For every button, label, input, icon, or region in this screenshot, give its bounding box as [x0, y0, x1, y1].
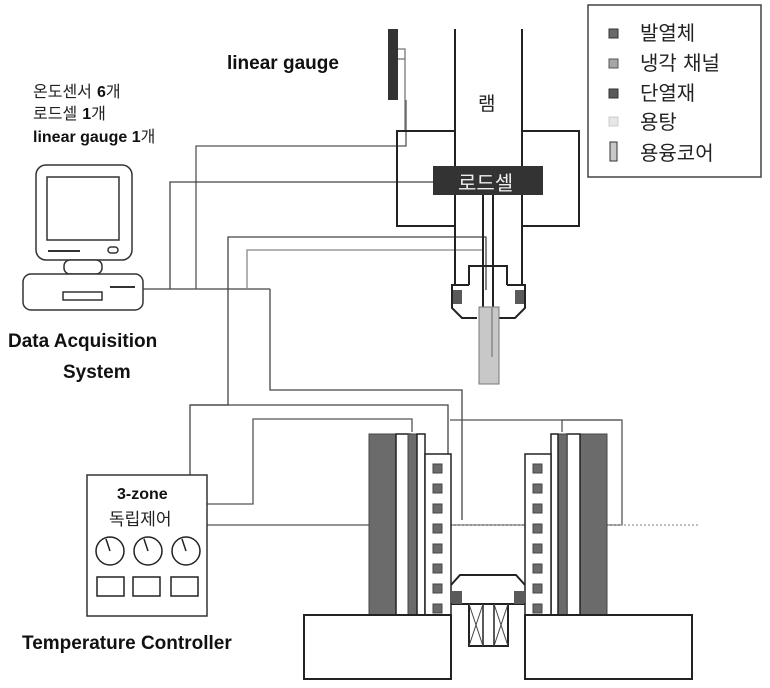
daq-label-line2: System: [63, 362, 131, 383]
mold-insulation-right: [514, 591, 524, 604]
display-2: [132, 576, 161, 597]
furnace-left: [303, 433, 452, 680]
ram-head: [451, 265, 526, 319]
legend-label-heater: 발열체: [640, 21, 695, 45]
dial-1[interactable]: [95, 536, 125, 566]
legend-swatch-insulation: [608, 88, 619, 99]
display-3: [170, 576, 199, 597]
computer-icon: [22, 164, 144, 311]
controller-label-zone: 3-zone: [117, 486, 168, 503]
legend-swatch-heater: [608, 28, 619, 39]
heater-left-outer: [368, 433, 397, 616]
sensor-label-temperature: 온도센서: [33, 82, 97, 101]
sensor-count-1: 1: [82, 106, 91, 123]
sensor-count-6: 6: [97, 84, 106, 101]
load-cell: [433, 166, 543, 195]
temperature-controller: [86, 474, 208, 617]
dial-3[interactable]: [171, 536, 201, 566]
base-right: [524, 614, 693, 680]
legend-swatch-cooling-channel: [608, 58, 619, 69]
heater-left-inner: [407, 433, 418, 616]
sensor-count-1: 1: [132, 129, 141, 146]
sensor-label-loadcell: 로드셀: [33, 104, 82, 123]
display-1: [96, 576, 125, 597]
press-frame: [396, 130, 580, 227]
heater-right-outer: [579, 433, 608, 616]
legend: 발열체 냉각 채널 단열재 용탕 용융코어: [587, 4, 762, 178]
ram-insulation-right: [515, 290, 524, 304]
linear-gauge-body: [388, 29, 398, 100]
legend-label-core: 용융코어: [640, 141, 714, 165]
cooling-cells-right: [532, 463, 543, 614]
ram-insulation-left: [453, 290, 462, 304]
sensor-count-temperature: 온도센서 6개: [33, 82, 121, 101]
linear-gauge-label: linear gauge: [227, 53, 339, 74]
sensor-count-gauge: linear gauge 1개: [33, 127, 155, 146]
sensor-label-gauge: linear gauge: [33, 129, 132, 146]
ram-label: 램: [478, 93, 495, 115]
heater-right-inner: [557, 433, 568, 616]
sensor-unit: 개: [141, 127, 156, 146]
load-cell-label: 로드셀: [458, 171, 513, 195]
furnace-right: [524, 433, 693, 680]
legend-label-melt: 용탕: [640, 110, 677, 134]
molten-core: [478, 306, 500, 385]
base-left: [303, 614, 452, 680]
sensor-count-loadcell: 로드셀 1개: [33, 104, 106, 123]
daq-label-line1: Data Acquisition: [8, 331, 157, 352]
legend-label-insulation: 단열재: [640, 81, 695, 105]
legend-swatch-melt: [608, 116, 619, 127]
legend-swatch-core: [609, 141, 618, 162]
sensor-unit: 개: [91, 104, 106, 123]
temperature-controller-label: Temperature Controller: [22, 633, 232, 654]
mold: [450, 574, 526, 647]
ram: [454, 29, 523, 268]
linear-gauge-rod: [398, 48, 406, 130]
controller-box: [86, 474, 208, 617]
cooling-cells-left: [432, 463, 443, 614]
mold-insulation-left: [452, 591, 462, 604]
sensor-unit: 개: [106, 82, 121, 101]
legend-label-cooling-channel: 냉각 채널: [640, 51, 720, 75]
dial-2[interactable]: [133, 536, 163, 566]
controller-label-independent: 독립제어: [109, 510, 172, 530]
